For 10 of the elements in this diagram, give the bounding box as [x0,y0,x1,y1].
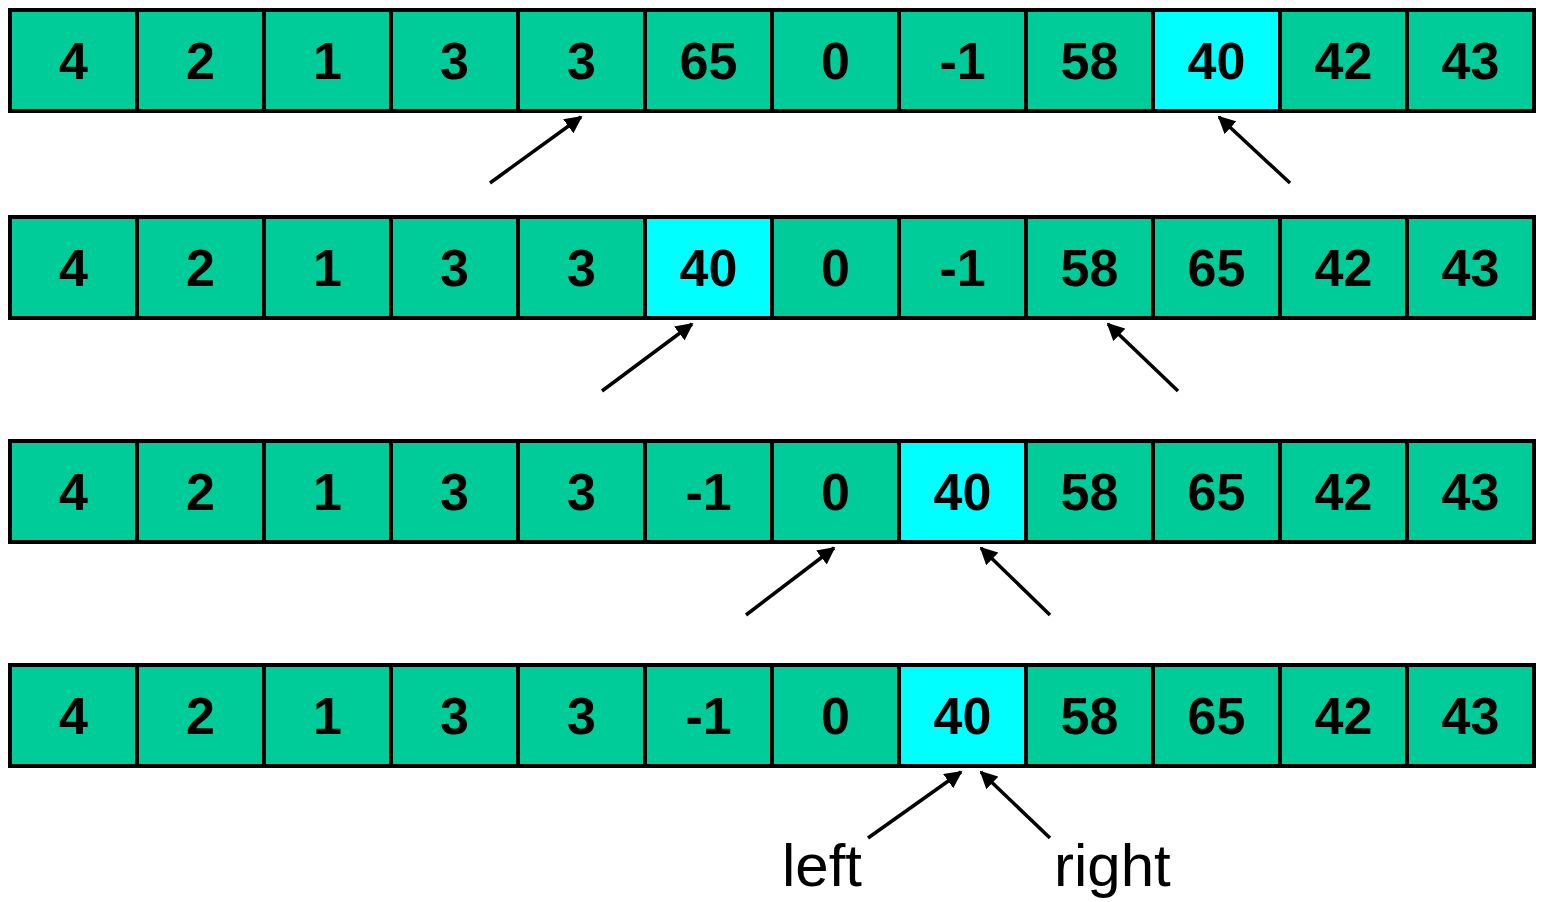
left-label: left [782,836,863,896]
right-label: right [1054,836,1171,896]
pointer-arrow [1217,115,1292,185]
pointer-arrow [744,546,836,617]
pointer-arrow [488,115,583,185]
pointer-arrow [1106,322,1180,393]
pointer-arrow [600,322,694,393]
pointer-arrow [979,546,1052,617]
pointer-arrow [979,770,1052,840]
pointer-arrow [867,770,963,840]
